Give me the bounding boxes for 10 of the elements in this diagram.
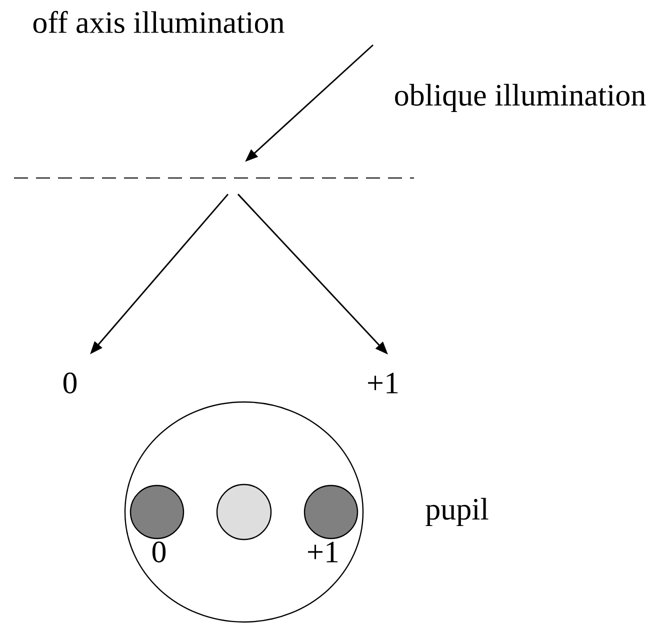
order-label: 0 [152,542,166,562]
order-label: +1 [308,542,338,562]
zero-spot [216,484,272,540]
order-label: +1 [368,372,398,394]
order-label: 0 [63,372,77,394]
edge-label: oblique illumination [392,82,648,114]
order-label: pupil [426,498,488,526]
caption-text: off axis illumination [33,10,284,34]
diffraction-spot [130,484,184,540]
diffraction-spot [304,484,358,540]
